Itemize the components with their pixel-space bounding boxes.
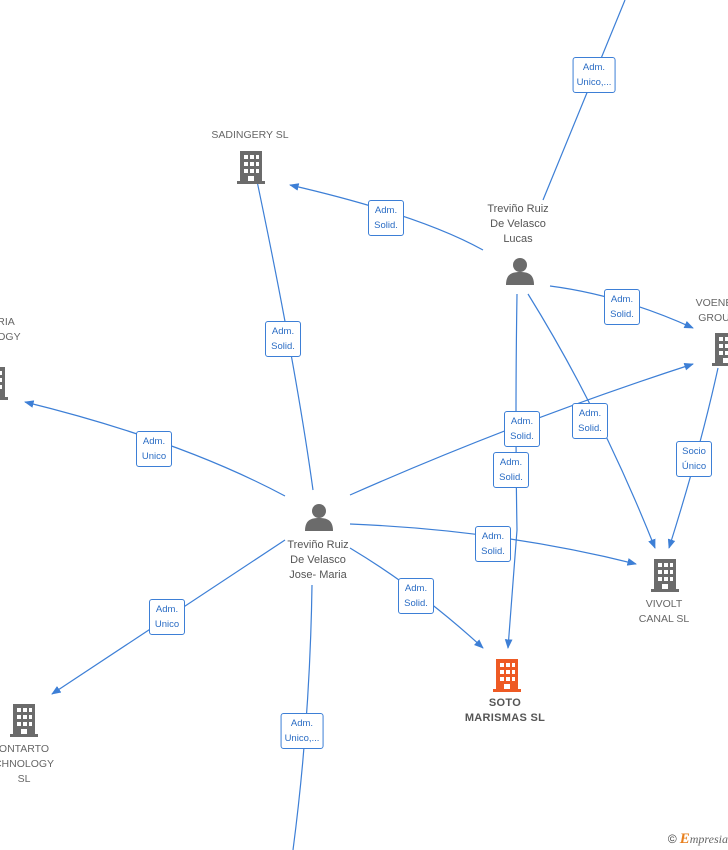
edge-label-voene-vivolt[interactable]: Socio Único	[676, 441, 712, 477]
edge-label-lucas-voene[interactable]: Adm. Solid.	[604, 289, 640, 325]
vivolt-building-icon[interactable]	[651, 559, 679, 592]
soto-building-icon[interactable]	[493, 659, 521, 692]
edge-label-jm-vivolt[interactable]: Adm. Solid.	[475, 526, 511, 562]
ria-label[interactable]: RIA LOGY	[0, 316, 21, 343]
empresia-logo-text: mpresia	[689, 832, 728, 846]
voene-building-icon[interactable]	[712, 333, 728, 366]
edge-label-jm-voene[interactable]: Adm. Solid.	[493, 452, 529, 488]
josemaria-name[interactable]: Treviño Ruiz De Velasco Jose- Maria	[287, 539, 349, 581]
edge-label-jm-soto[interactable]: Adm. Solid.	[398, 578, 434, 614]
lucas-name[interactable]: Treviño Ruiz De Velasco Lucas	[487, 203, 549, 245]
edge-label-lucas-sadingery[interactable]: Adm. Solid.	[368, 200, 404, 236]
edge-label-lucas-soto[interactable]: Adm. Solid.	[504, 411, 540, 447]
copyright-symbol: ©	[667, 832, 677, 846]
empresia-copyright: © Empresia	[668, 831, 728, 848]
lucas-person-icon[interactable]	[506, 258, 534, 285]
edge-label-jm-sadingery[interactable]: Adm. Solid.	[265, 321, 301, 357]
empresia-logo-initial: E	[679, 831, 690, 847]
voene-label[interactable]: VOENE GROU	[695, 297, 728, 324]
edge-label-jm-ria[interactable]: Adm. Unico	[136, 431, 172, 467]
josemaria-person-icon[interactable]	[305, 504, 333, 531]
montarto-label[interactable]: ONTARTO CHNOLOGY SL	[0, 743, 55, 785]
montarto-building-icon[interactable]	[10, 704, 38, 737]
edge-lucas-top	[542, 0, 626, 201]
edge-label-lucas-top[interactable]: Adm. Unico,...	[572, 57, 616, 93]
soto-label[interactable]: SOTO MARISMAS SL	[464, 697, 546, 724]
ria-building-icon[interactable]	[0, 367, 8, 400]
edge-label-lucas-vivolt[interactable]: Adm. Solid.	[572, 403, 608, 439]
edge-label-jm-bottom[interactable]: Adm. Unico,...	[280, 713, 324, 749]
sadingery-label[interactable]: SADINGERY SL	[211, 129, 289, 141]
vivolt-label[interactable]: VIVOLT CANAL SL	[638, 598, 690, 625]
sadingery-building-icon[interactable]	[237, 151, 265, 184]
edges	[24, 0, 719, 850]
edge-label-jm-montarto[interactable]: Adm. Unico	[149, 599, 185, 635]
